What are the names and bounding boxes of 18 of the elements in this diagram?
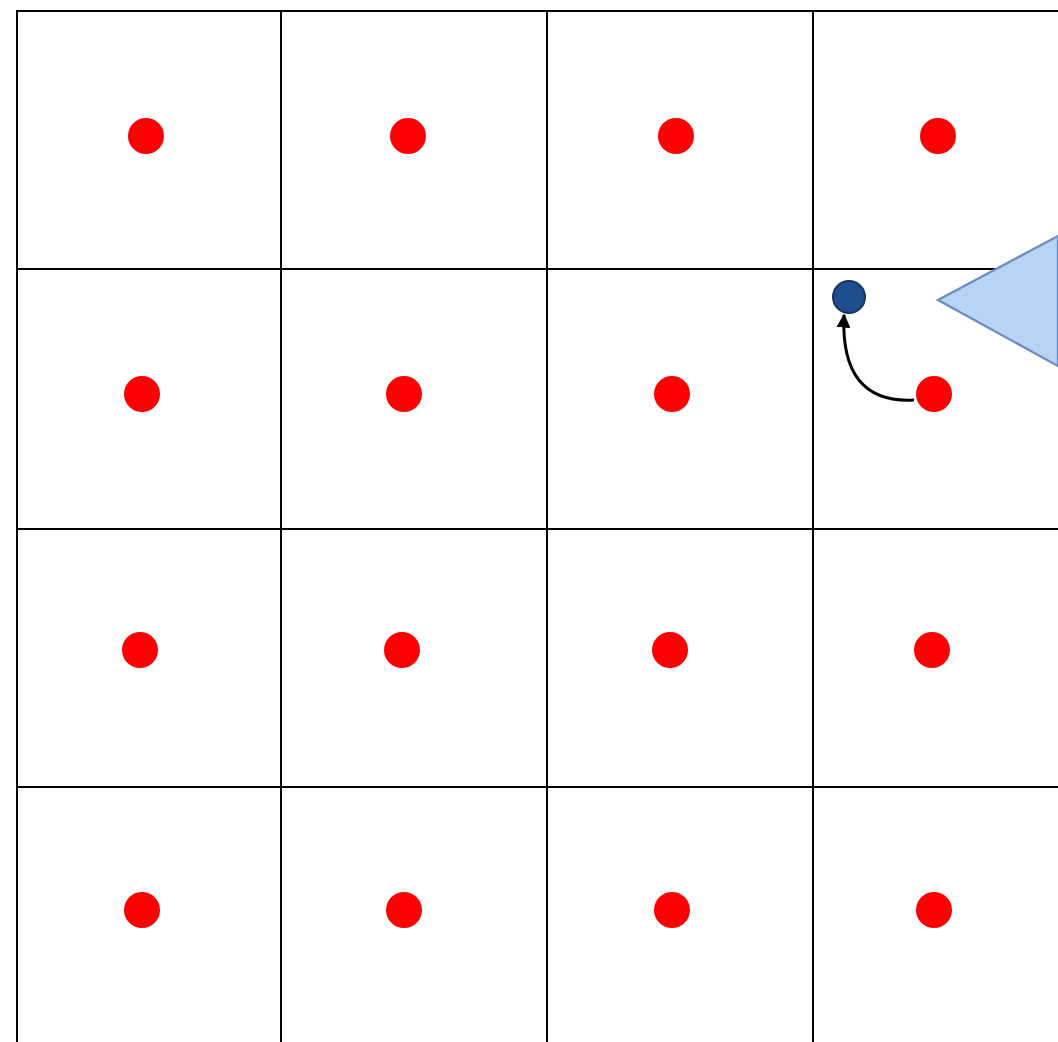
circle-dot bbox=[920, 118, 956, 154]
circle-dot bbox=[386, 892, 422, 928]
circle-dot bbox=[652, 632, 688, 668]
circle-dot bbox=[384, 632, 420, 668]
circle-dot bbox=[390, 118, 426, 154]
curved-arrow bbox=[836, 313, 914, 402]
circle-dot bbox=[916, 376, 952, 412]
circle-dot bbox=[124, 892, 160, 928]
circle-dot bbox=[914, 632, 950, 668]
circle-dot bbox=[124, 376, 160, 412]
circle-dot bbox=[916, 892, 952, 928]
circle-dot bbox=[386, 376, 422, 412]
circle-dot bbox=[128, 118, 164, 154]
circle-dot bbox=[654, 892, 690, 928]
circle-dot bbox=[831, 279, 865, 313]
circle-dot bbox=[658, 118, 694, 154]
circle-dot bbox=[654, 376, 690, 412]
circle-dot bbox=[122, 632, 158, 668]
